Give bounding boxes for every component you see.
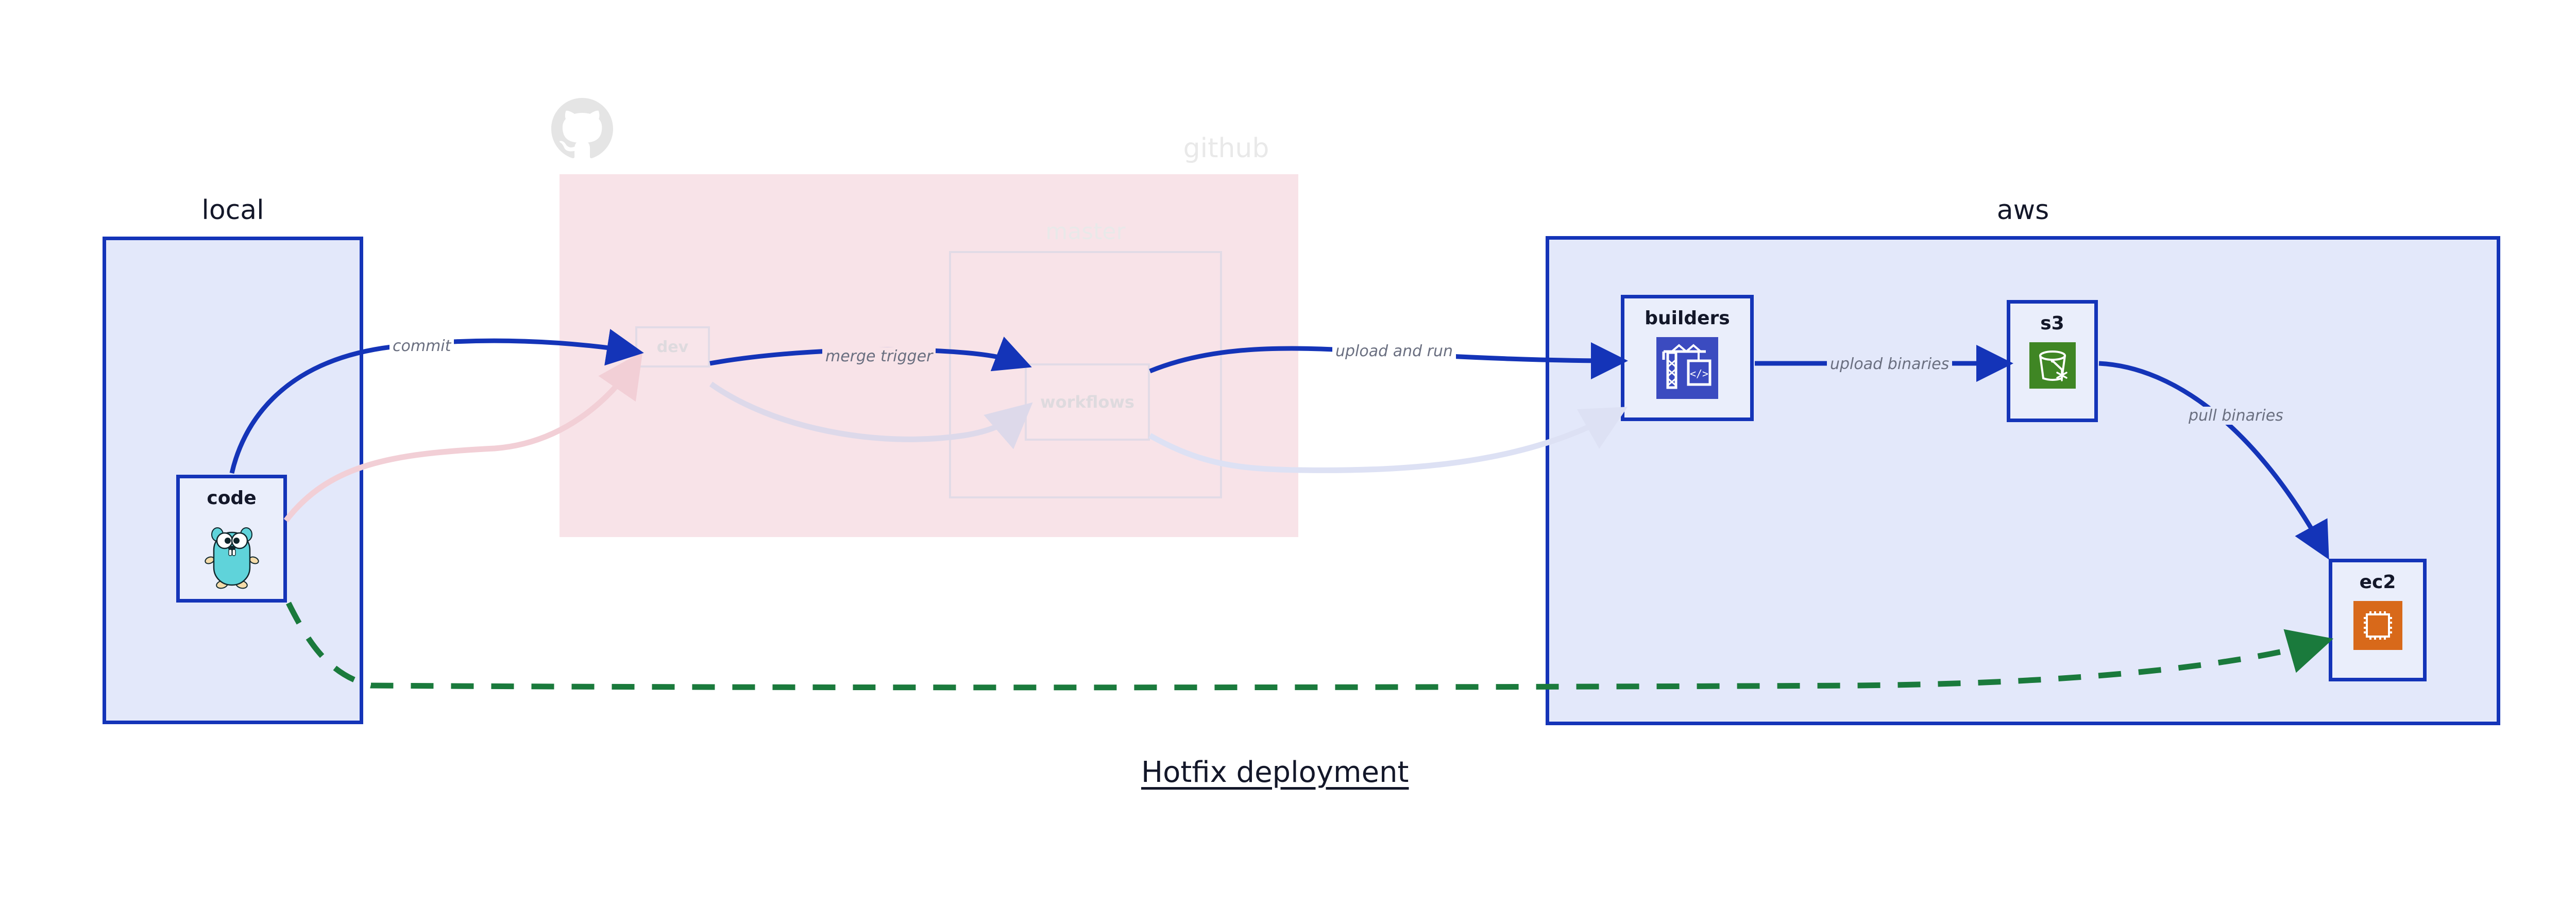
edge-label-commit: commit (389, 337, 454, 355)
node-label-dev: dev (656, 338, 689, 356)
subgroup-master (949, 251, 1222, 498)
group-label-aws: aws (1996, 195, 2049, 226)
group-label-github: github (1183, 133, 1269, 164)
node-code[interactable]: code (176, 475, 287, 603)
node-ec2[interactable]: ec2 (2329, 559, 2427, 681)
s3-bucket-icon (2029, 342, 2076, 391)
diagram-title: Hotfix deployment (1141, 756, 1409, 789)
edge-label-pull-binaries: pull binaries (2185, 407, 2286, 425)
node-label-workflows: workflows (1040, 392, 1134, 412)
group-label-local: local (201, 195, 264, 226)
node-label-s3: s3 (2040, 313, 2064, 334)
node-dev[interactable]: dev (635, 326, 710, 368)
node-s3[interactable]: s3 (2007, 300, 2098, 422)
node-label-code: code (207, 488, 257, 509)
svg-text:</>: </> (1690, 368, 1708, 380)
crane-builder-icon: </> (1656, 337, 1718, 401)
github-octocat-icon (551, 98, 613, 160)
edge-label-upload-and-run: upload and run (1332, 342, 1456, 360)
ec2-chip-icon (2353, 601, 2402, 652)
subgroup-label-master: master (1045, 219, 1126, 245)
node-builders[interactable]: builders </> (1621, 295, 1754, 421)
edge-label-upload-binaries: upload binaries (1827, 355, 1953, 373)
node-label-builders: builders (1645, 308, 1730, 329)
node-workflows[interactable]: workflows (1025, 363, 1150, 441)
edge-label-merge-trigger: merge trigger (822, 347, 936, 365)
go-gopher-icon (201, 517, 263, 592)
node-label-ec2: ec2 (2359, 572, 2396, 593)
